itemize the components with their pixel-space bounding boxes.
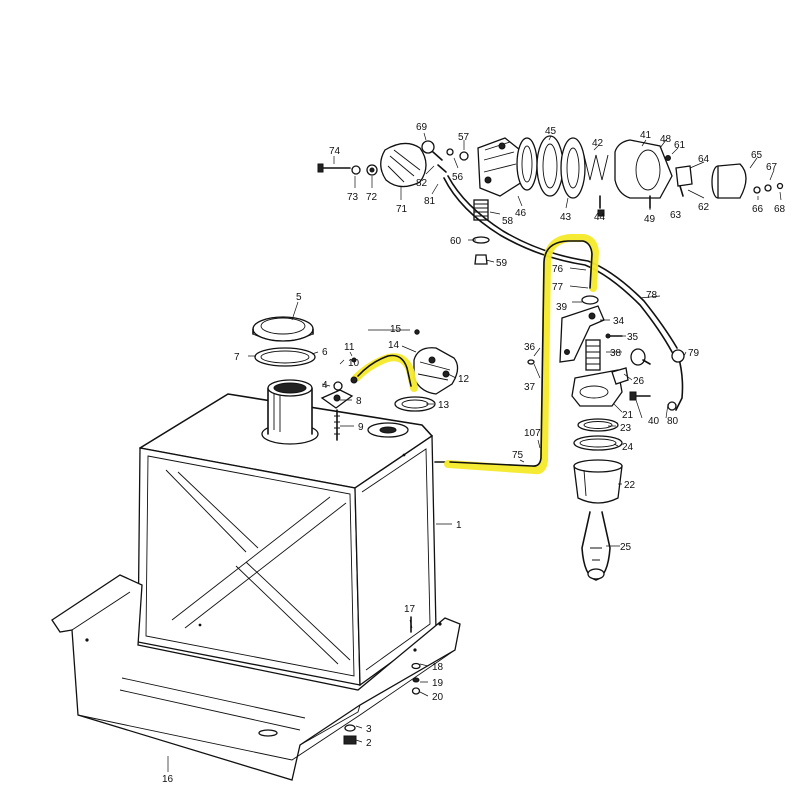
callout-45: 45 [545, 126, 557, 137]
callout-76: 76 [552, 264, 564, 275]
callout-10: 10 [348, 358, 360, 369]
callout-20: 20 [432, 692, 444, 703]
callout-2: 2 [366, 738, 372, 749]
bolt-74 [317, 163, 351, 173]
callout-71: 71 [396, 204, 408, 215]
gasket-24 [573, 435, 623, 451]
retaining-clip-25 [581, 511, 611, 581]
callout-39: 39 [556, 302, 568, 313]
callout-73: 73 [347, 192, 359, 203]
callout-35: 35 [627, 332, 639, 343]
mounting-bracket-34 [559, 305, 605, 363]
callout-66: 66 [752, 204, 764, 215]
callout-82: 82 [416, 178, 428, 189]
callout-75: 75 [512, 450, 524, 461]
sender-gasket [394, 396, 436, 412]
callout-37: 37 [524, 382, 536, 393]
callout-74: 74 [329, 146, 341, 157]
callout-107: 107 [524, 428, 541, 439]
pump-body [477, 137, 523, 197]
callout-69: 69 [416, 122, 428, 133]
callout-5: 5 [296, 292, 302, 303]
callout-6: 6 [322, 347, 328, 358]
callout-72: 72 [366, 192, 378, 203]
callout-56: 56 [452, 172, 464, 183]
callout-11: 11 [344, 342, 355, 353]
leader-lines [167, 132, 782, 772]
end-cap-65 [711, 163, 747, 199]
sender-bracket [320, 381, 354, 441]
callout-44: 44 [594, 212, 606, 223]
callout-64: 64 [698, 154, 710, 165]
callout-34: 34 [613, 316, 625, 327]
callout-77: 77 [552, 282, 564, 293]
solenoid-housing-41 [614, 139, 673, 199]
callout-42: 42 [592, 138, 604, 149]
pump-cover-plate [380, 142, 427, 188]
callout-1: 1 [456, 520, 462, 531]
banjo-69 [421, 140, 443, 161]
callout-26: 26 [633, 376, 645, 387]
callout-79: 79 [688, 348, 700, 359]
callout-49: 49 [644, 214, 656, 225]
sediment-bowl-22 [573, 459, 623, 504]
callout-24: 24 [622, 442, 634, 453]
callout-18: 18 [432, 662, 444, 673]
filler-cap-seal [254, 347, 316, 367]
callout-8: 8 [356, 396, 362, 407]
callout-62: 62 [698, 202, 710, 213]
callout-7: 7 [234, 352, 240, 363]
callout-65: 65 [751, 150, 763, 161]
gauze-23 [577, 418, 619, 432]
filler-cap [252, 316, 314, 342]
fuel-pump-head [413, 347, 459, 395]
callout-60: 60 [450, 236, 462, 247]
callout-3: 3 [366, 724, 372, 735]
callout-14: 14 [388, 340, 400, 351]
callout-57: 57 [458, 132, 470, 143]
callout-46: 46 [515, 208, 527, 219]
callout-43: 43 [560, 212, 572, 223]
highlighted-fuel-pipe-75 [444, 234, 599, 475]
callout-41: 41 [640, 130, 652, 141]
callout-12: 12 [458, 374, 470, 385]
callout-9: 9 [358, 422, 364, 433]
highlighted-fuel-pipe-10 [350, 353, 418, 392]
callout-labels: 74 73 72 71 69 57 82 56 81 58 46 45 43 4… [162, 122, 786, 785]
callout-36: 36 [524, 342, 536, 353]
callout-58: 58 [502, 216, 514, 227]
callout-25: 25 [620, 542, 632, 553]
diaphragm-45 [536, 135, 564, 197]
tank-support-tray [51, 574, 461, 781]
callout-17: 17 [404, 604, 416, 615]
callout-16: 16 [162, 774, 174, 785]
callout-81: 81 [424, 196, 436, 207]
callout-63: 63 [670, 210, 682, 221]
callout-15: 15 [390, 324, 402, 335]
spring-42 [583, 154, 609, 181]
callout-48: 48 [660, 134, 672, 145]
callout-80: 80 [667, 416, 679, 427]
callout-21: 21 [622, 410, 634, 421]
callout-4: 4 [322, 380, 328, 391]
callout-40: 40 [648, 416, 660, 427]
callout-38: 38 [610, 348, 622, 359]
callout-13: 13 [438, 400, 450, 411]
diaphragm-46 [516, 137, 538, 191]
fasteners [343, 616, 421, 745]
housing-43 [560, 137, 586, 199]
callout-19: 19 [432, 678, 444, 689]
callout-22: 22 [624, 480, 636, 491]
callout-23: 23 [620, 423, 632, 434]
filter-58 [473, 199, 489, 221]
callout-78: 78 [646, 290, 658, 301]
bowl-head-21 [571, 339, 629, 407]
fuel-tank [137, 379, 447, 687]
callout-68: 68 [774, 204, 786, 215]
callout-61: 61 [674, 140, 686, 151]
callout-59: 59 [496, 258, 508, 269]
callout-67: 67 [766, 162, 778, 173]
